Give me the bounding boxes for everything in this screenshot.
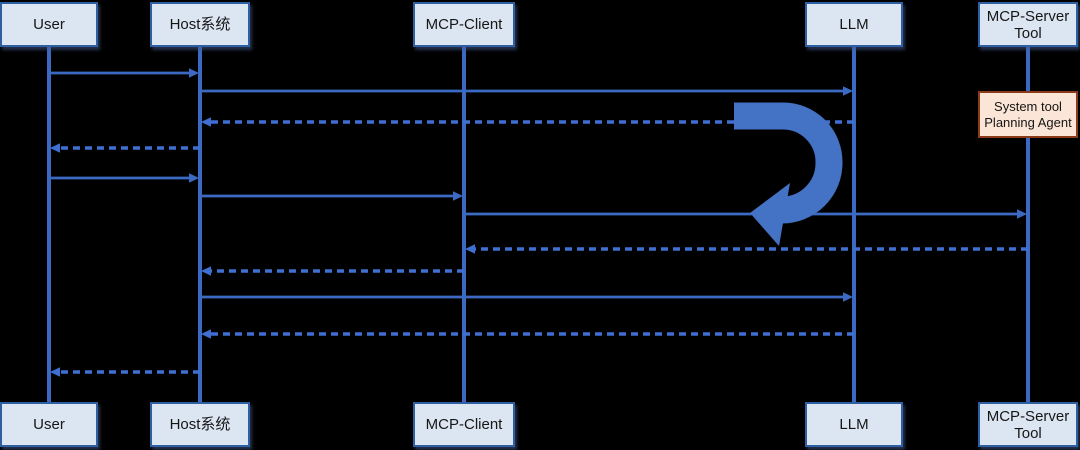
arrowhead-7 (1017, 209, 1027, 219)
arrowhead-8 (465, 244, 475, 254)
arrowhead-6 (453, 191, 463, 201)
actor-label-mcp-client-top: MCP-Client (425, 16, 503, 33)
u-turn-arrow-icon (734, 102, 843, 224)
arrowhead-9 (201, 266, 211, 276)
actor-box-llm-top: LLM (805, 2, 903, 47)
actor-label-mcp-server-bottom: MCP-Server Tool (986, 407, 1070, 442)
actor-box-mcp-client-bottom: MCP-Client (413, 402, 515, 447)
arrowhead-11 (201, 329, 211, 339)
note-line-2: Planning Agent (984, 114, 1072, 130)
actor-label-mcp-server-top: MCP-Server Tool (986, 7, 1070, 42)
arrowhead-2 (843, 86, 853, 96)
actor-box-host-top: Host系统 (150, 2, 250, 47)
arrowhead-1 (189, 68, 199, 78)
arrowhead-5 (189, 173, 199, 183)
arrowhead-12 (50, 367, 60, 377)
arrowhead-4 (50, 143, 60, 153)
arrowhead-3 (201, 117, 211, 127)
system-tool-planning-agent-note: System tool Planning Agent (978, 91, 1078, 138)
actor-box-host-bottom: Host系统 (150, 402, 250, 447)
actor-label-llm-bottom: LLM (839, 416, 869, 433)
actor-label-llm-top: LLM (839, 16, 869, 33)
actor-label-user-top: User (33, 16, 65, 33)
actor-box-mcp-server-bottom: MCP-Server Tool (978, 402, 1078, 447)
actor-label-mcp-client-bottom: MCP-Client (425, 416, 503, 433)
u-turn-arrowhead-icon (750, 183, 790, 246)
actor-box-user-bottom: User (0, 402, 98, 447)
actor-label-user-bottom: User (33, 416, 65, 433)
actor-box-mcp-client-top: MCP-Client (413, 2, 515, 47)
actor-label-host-bottom: Host系统 (169, 416, 231, 433)
actor-box-user-top: User (0, 2, 98, 47)
actor-box-llm-bottom: LLM (805, 402, 903, 447)
actor-label-host-top: Host系统 (169, 16, 231, 33)
note-line-1: System tool (994, 98, 1062, 114)
arrowhead-10 (843, 292, 853, 302)
actor-box-mcp-server-top: MCP-Server Tool (978, 2, 1078, 47)
